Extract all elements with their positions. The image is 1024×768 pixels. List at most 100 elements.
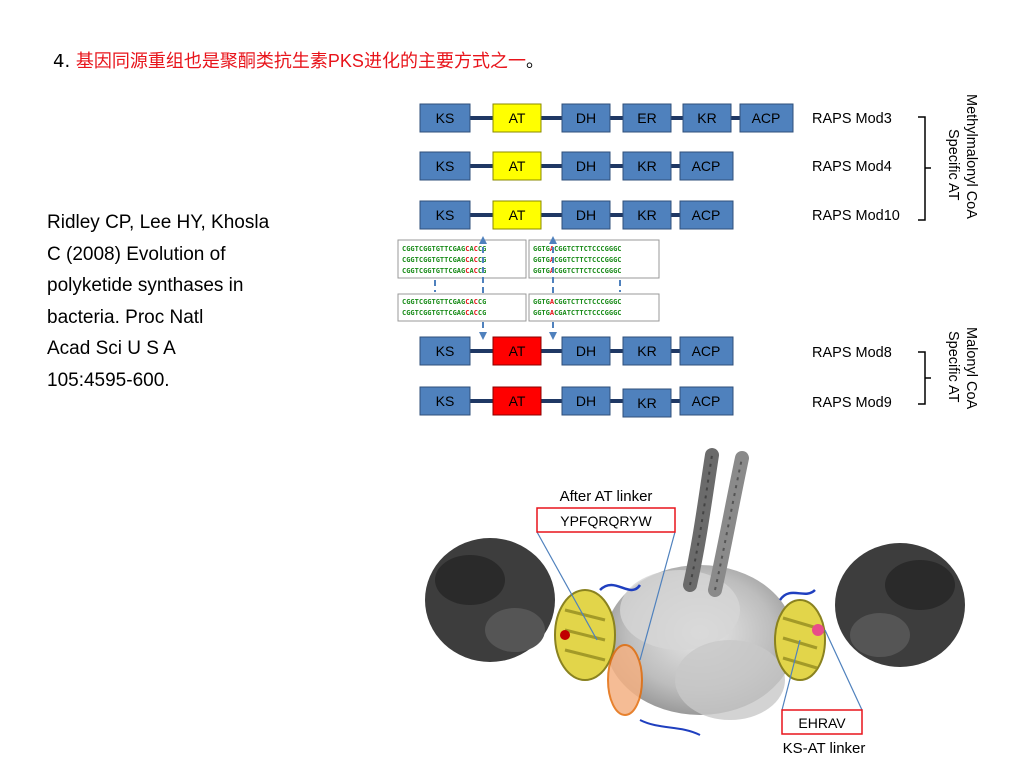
module-row-mod8: KS AT DH KR ACP RAPS Mod8	[419, 336, 892, 366]
svg-text:DH: DH	[576, 343, 596, 359]
domain-ks: KS	[419, 200, 471, 230]
domain-acp: ACP	[739, 103, 794, 133]
title-number: 4.	[53, 51, 71, 72]
svg-text:KS: KS	[436, 110, 455, 126]
svg-text:AT: AT	[509, 158, 526, 174]
svg-text:DH: DH	[576, 393, 596, 409]
after-at-linker-box: YPFQRQRYW	[536, 507, 676, 533]
slide-title: 4. 基因同源重组也是聚酮类抗生素PKS进化的主要方式之一。	[53, 47, 544, 73]
group-label-malonyl-1: Malonyl CoA	[963, 327, 979, 410]
callout-line	[781, 639, 801, 711]
sequence-box-top-right: GGTGACGGTCTTCTCCCGGGC GGTGACGGTCTTCTCCCG…	[528, 239, 660, 279]
svg-text:KR: KR	[637, 343, 656, 359]
svg-text:KS: KS	[436, 158, 455, 174]
module-label: RAPS Mod10	[812, 208, 900, 224]
domain-kr: KR	[622, 200, 672, 230]
domain-acp: ACP	[679, 151, 734, 181]
svg-text:KS: KS	[436, 343, 455, 359]
citation-line: polyketide synthases in	[47, 275, 244, 296]
title-text2: 进化的主要方式之一	[363, 51, 526, 72]
domain-dh: DH	[561, 200, 611, 230]
title-pks: PKS	[327, 51, 364, 71]
domain-at: AT	[492, 336, 542, 366]
citation-line: Acad Sci U S A	[47, 338, 176, 359]
domain-dh: DH	[561, 386, 611, 416]
citation-line: bacteria. Proc Natl	[47, 306, 204, 328]
module-row-mod10: KS AT DH KR ACP RAPS Mod10	[419, 200, 900, 230]
title-period: 。	[525, 51, 544, 72]
svg-text:AT: AT	[509, 207, 526, 223]
protein-structure-image	[425, 448, 965, 736]
svg-text:KR: KR	[637, 207, 656, 223]
svg-text:ACP: ACP	[692, 207, 721, 223]
module-label: RAPS Mod4	[812, 159, 892, 175]
sequence-line: GGTGACGGTCTTCTCCCGGGC	[533, 298, 622, 306]
sequence-line: CGGTCGGTGTTCGAGCACCG	[402, 298, 486, 306]
domain-ks: KS	[419, 103, 471, 133]
sequence-line: CGGTCGGTGTTCGAGCACCG	[402, 245, 486, 253]
methylmalonyl-bracket	[918, 116, 931, 221]
citation: Ridley CP, Lee HY, Khosla C (2008) Evolu…	[47, 207, 397, 396]
svg-text:KR: KR	[697, 110, 716, 126]
svg-text:DH: DH	[576, 158, 596, 174]
sequence-line: GGTGACGGTCTTCTCCCGGGC	[533, 267, 622, 275]
module-row-mod4: KS AT DH KR ACP RAPS Mod4	[419, 151, 892, 181]
callout-line	[536, 531, 598, 641]
sequence-line: GGTGACGGTCTTCTCCCGGGC	[533, 245, 622, 253]
sequence-line: CGGTCGGTGTTCGAGCACCG	[402, 256, 486, 264]
malonyl-bracket	[918, 351, 931, 405]
recombination-arrows	[434, 236, 621, 340]
svg-text:AT: AT	[509, 393, 526, 409]
domain-kr: KR	[682, 103, 732, 133]
sequence-line: CGGTCGGTGTTCGAGCACCG	[402, 309, 486, 317]
module-label: RAPS Mod8	[812, 345, 892, 361]
linker-highlight-ellipse	[607, 644, 643, 716]
callout-line	[639, 531, 676, 661]
group-label-malonyl-2: Specific AT	[945, 331, 961, 403]
ks-at-linker-box: EHRAV	[781, 709, 863, 735]
red-residue	[560, 630, 570, 640]
svg-text:ACP: ACP	[692, 158, 721, 174]
sequence-line: GGTGACGATCTTCTCCCGGGC	[533, 309, 622, 317]
group-label-methylmalonyl-1: Methylmalonyl CoA	[963, 94, 979, 219]
group-label-methylmalonyl-2: Specific AT	[945, 129, 961, 201]
domain-dh: DH	[561, 336, 611, 366]
domain-at: AT	[492, 151, 542, 181]
after-at-linker-seq: YPFQRQRYW	[560, 513, 652, 529]
domain-acp: ACP	[679, 200, 734, 230]
svg-text:DH: DH	[576, 110, 596, 126]
domain-dh: DH	[561, 103, 611, 133]
domain-ks: KS	[419, 336, 471, 366]
domain-dh: DH	[561, 151, 611, 181]
domain-kr: KR	[622, 388, 672, 418]
callout-line	[824, 629, 863, 711]
domain-acp: ACP	[679, 336, 734, 366]
svg-text:ACP: ACP	[692, 343, 721, 359]
title-text: 基因同源重组也是聚酮类抗生素	[75, 51, 328, 72]
module-row-mod9: KS AT DH KR ACP RAPS Mod9	[419, 386, 892, 418]
domain-kr: KR	[622, 151, 672, 181]
domain-at: AT	[492, 200, 542, 230]
after-at-linker-label: After AT linker	[560, 488, 653, 505]
svg-text:KR: KR	[637, 395, 656, 411]
citation-line: C (2008) Evolution of	[47, 243, 226, 265]
svg-text:ACP: ACP	[752, 110, 781, 126]
svg-text:ER: ER	[637, 110, 656, 126]
sequence-box-bottom-right: GGTGACGGTCTTCTCCCGGGC GGTGACGATCTTCTCCCG…	[528, 293, 660, 322]
domain-ks: KS	[419, 151, 471, 181]
svg-text:KS: KS	[436, 393, 455, 409]
ks-at-linker-label: KS-AT linker	[783, 740, 866, 757]
svg-text:DH: DH	[576, 207, 596, 223]
domain-kr: KR	[622, 336, 672, 366]
ks-at-linker-seq: EHRAV	[798, 715, 846, 731]
sequence-line: GGTGACGGTCTTCTCCCGGGC	[533, 256, 622, 264]
citation-line: Ridley CP, Lee HY, Khosla	[47, 212, 270, 233]
svg-text:KS: KS	[436, 207, 455, 223]
domain-at: AT	[492, 103, 542, 133]
pink-residue	[812, 624, 824, 636]
domain-acp: ACP	[679, 386, 734, 416]
domain-at: AT	[492, 386, 542, 416]
svg-text:KR: KR	[637, 158, 656, 174]
domain-ks: KS	[419, 386, 471, 416]
